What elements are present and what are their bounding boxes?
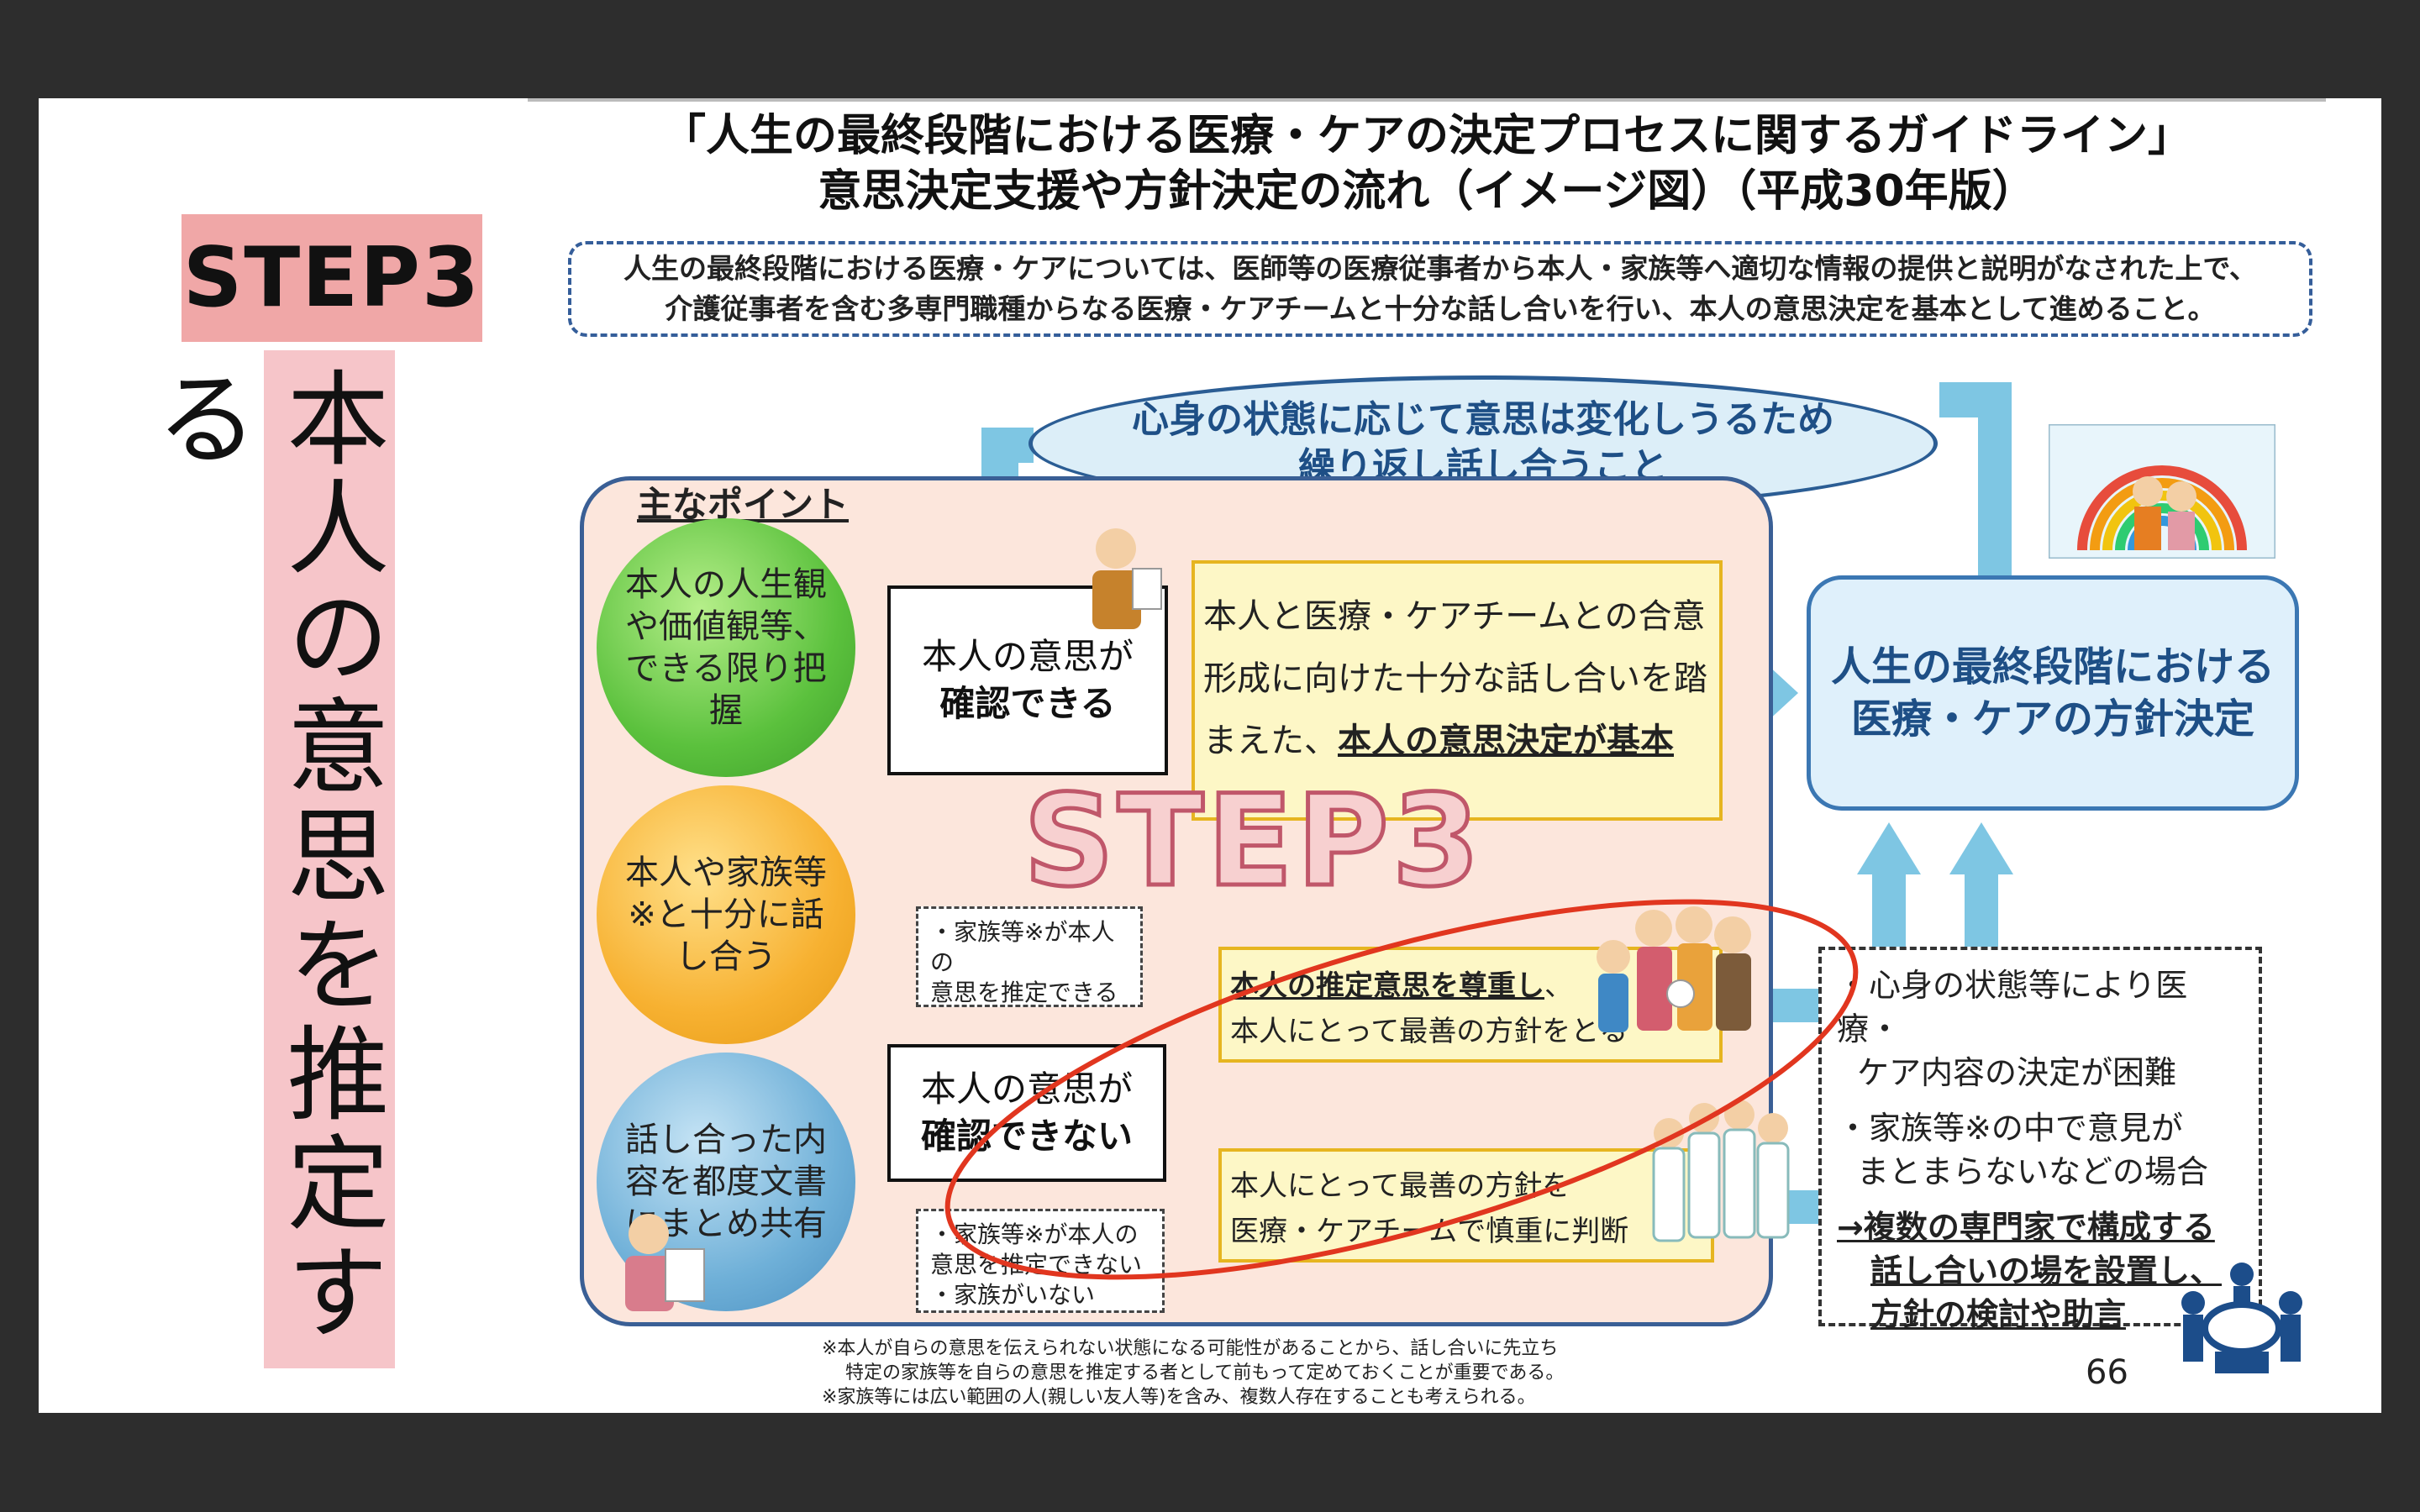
- meeting-illustration: [2181, 1263, 2302, 1373]
- intro-box: 人生の最終段階における医療・ケアについては、医師等の医療従事者から本人・家族等へ…: [568, 241, 2312, 337]
- difficult-item-2-line-1: ・家族等※の中で意見が: [1837, 1110, 2183, 1147]
- slide: STEP3 本人の意思を推定する 「人生の最終段階における医療・ケアの決定プロセ…: [39, 98, 2381, 1413]
- box-cannot-line-2: 確認できない: [920, 1116, 1133, 1157]
- expert-panel-line-2: 話し合いの場を設置し、: [1870, 1252, 2223, 1289]
- case-cannot-estimate-line-3: ・家族がいない: [930, 1281, 1096, 1309]
- points-label: 主なポイント: [637, 484, 850, 525]
- team-judgement-line-1: 本人にとって最善の方針を: [1230, 1169, 1571, 1203]
- difficult-item-2-line-2: まとまらないなどの場合: [1857, 1153, 2209, 1190]
- final-decision-line-2: 医療・ケアの方針決定: [1850, 696, 2254, 743]
- box-can-line-1: 本人の意思が: [921, 636, 1134, 677]
- difficult-item-1-line-1: ・心身の状態等により医療・: [1837, 967, 2188, 1047]
- consensus-box: 本人と医療・ケアチームとの合意 形成に向けた十分な話し合いを踏 まえた、本人の意…: [1192, 560, 1723, 821]
- step-badge: STEP3: [182, 214, 482, 342]
- case-can-estimate-line-1: ・家族等※が本人の: [930, 918, 1115, 976]
- final-decision-box: 人生の最終段階における 医療・ケアの方針決定: [1807, 575, 2299, 811]
- respect-line-1-emph: 本人の推定意思を尊重し: [1230, 969, 1544, 1003]
- footnote-line-1: ※本人が自らの意思を伝えられない状態になる可能性があることから、話し合いに先立ち: [822, 1338, 1559, 1359]
- footnote: ※本人が自らの意思を伝えられない状態になる可能性があることから、話し合いに先立ち…: [822, 1336, 1830, 1410]
- step-overlay-text: STEP3: [1021, 767, 1484, 917]
- case-cannot-estimate-line-2: 意思を推定できない: [930, 1251, 1143, 1278]
- consensus-line-2: 形成に向けた十分な話し合いを踏: [1203, 659, 1707, 698]
- consensus-line-3-prefix: まえた、: [1203, 722, 1338, 760]
- box-can-line-2: 確認できる: [939, 683, 1116, 724]
- vertical-label: 本人の意思を推定する: [139, 365, 389, 1348]
- intro-line-2: 介護従事者を含む多専門職種からなる医療・ケアチームと十分な話し合いを行い、本人の…: [665, 292, 2216, 325]
- case-cannot-estimate: ・家族等※が本人の 意思を推定できない ・家族がいない: [916, 1209, 1165, 1313]
- figure-title: 「人生の最終段階における医療・ケアの決定プロセスに関するガイドライン」 意思決定…: [544, 108, 2309, 219]
- respect-line-1-suffix: 、: [1544, 969, 1573, 1003]
- expert-panel-line-3: 方針の検討や助言: [1870, 1296, 2127, 1333]
- point-circle-1: 本人の人生観や価値観等、できる限り把握: [597, 518, 855, 777]
- title-line-2: 意思決定支援や方針決定の流れ（イメージ図）（平成30年版）: [818, 166, 2036, 217]
- family-illustration: [1597, 906, 1751, 1032]
- footnote-line-3: ※家族等には広い範囲の人(親しい友人等)を含み、複数人存在することも考えられる。: [822, 1387, 1536, 1408]
- difficult-item-1-line-2: ケア内容の決定が困難: [1857, 1054, 2177, 1091]
- footnote-line-2: 特定の家族等を自らの意思を推定する者として前もって定めておくことが重要である。: [845, 1362, 1565, 1383]
- vertical-label-strip: [264, 350, 395, 1368]
- consensus-line-3-emph: 本人の意思決定が基本: [1338, 722, 1674, 760]
- page-number: 66: [2086, 1353, 2128, 1392]
- case-can-estimate: ・家族等※が本人の 意思を推定できる: [916, 906, 1143, 1007]
- red-annotation-ellipse: [944, 899, 1859, 1280]
- intro-line-1: 人生の最終段階における医療・ケアについては、医師等の医療従事者から本人・家族等へ…: [623, 252, 2258, 285]
- elderly-woman-illustration: [625, 1214, 705, 1311]
- rainbow-illustration: [2049, 424, 2275, 559]
- consensus-line-1: 本人と医療・ケアチームとの合意: [1203, 597, 1706, 636]
- top-ellipse-line-1: 心身の状態に応じて意思は変化しうるため: [1132, 398, 1834, 441]
- case-can-estimate-line-2: 意思を推定できる: [930, 979, 1118, 1006]
- respect-line-2: 本人にとって最善の方針をとる: [1230, 1015, 1628, 1048]
- final-decision-line-1: 人生の最終段階における: [1830, 643, 2275, 690]
- difficult-case-box: ・心身の状態等により医療・ ケア内容の決定が困難 ・家族等※の中で意見が まとま…: [1818, 947, 2262, 1333]
- guideline-figure: 「人生の最終段階における医療・ケアの決定プロセスに関するガイドライン」 意思決定…: [528, 98, 2326, 1413]
- point-circle-2: 本人や家族等※と十分に話し合う: [597, 785, 855, 1044]
- top-rule: [528, 98, 2326, 102]
- expert-panel-line-1: →複数の専門家で構成する: [1837, 1209, 2215, 1246]
- title-line-1: 「人生の最終段階における医療・ケアの決定プロセスに関するガイドライン」: [661, 111, 2191, 161]
- elderly-man-illustration: [1092, 528, 1162, 629]
- team-judgement-line-2: 医療・ケアチームで慎重に判断: [1230, 1215, 1629, 1248]
